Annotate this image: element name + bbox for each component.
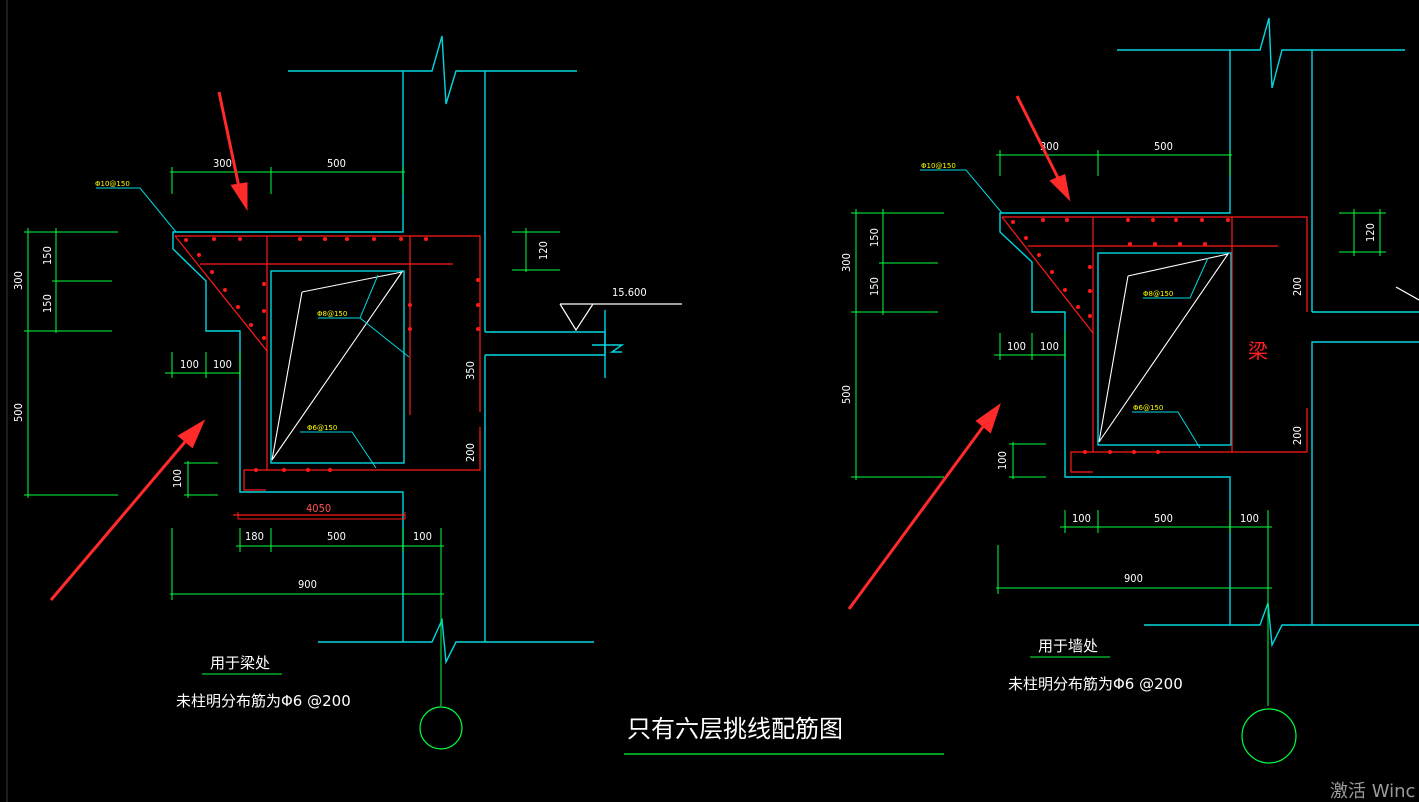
dim-right-120: 120 (1364, 223, 1377, 242)
left-stirrup-tag-2: Φ6@150 (307, 424, 337, 432)
left-leaders (96, 187, 410, 469)
right-axis-bubble (1241, 708, 1297, 764)
dim-right-total-900: 900 (1124, 572, 1143, 585)
dim-right-200b: 200 (1291, 426, 1304, 445)
dim-left-150b: 150 (41, 294, 54, 313)
dim-right-bot-500: 500 (1154, 512, 1173, 525)
left-detail: 15.600 Φ10@150 Φ8@150 (12, 35, 682, 750)
dim-right-top-500: 500 (1154, 140, 1173, 153)
dim-right-300: 300 (840, 253, 853, 272)
arrow-right-top (1015, 95, 1063, 185)
dim-left-bot-500: 500 (327, 530, 346, 543)
arrow-left-bottom-head (177, 419, 206, 449)
right-note: 未柱明分布筋为Φ6 @200 (1008, 675, 1183, 693)
dim-left-500: 500 (12, 403, 25, 422)
right-stirrup-tag-2: Φ6@150 (1133, 404, 1163, 412)
arrow-right-bottom (847, 419, 990, 610)
elevation-label: 15.600 (612, 286, 647, 299)
dim-right-150a: 150 (868, 228, 881, 247)
left-note: 未柱明分布筋为Φ6 @200 (176, 692, 351, 710)
left-top-rebar-tag: Φ10@150 (95, 180, 130, 188)
dim-left-right-120: 120 (537, 241, 550, 260)
left-rebar (174, 235, 481, 516)
dim-right-bot-100b: 100 (1240, 512, 1259, 525)
dim-left-total-900: 900 (298, 578, 317, 591)
dim-right-500: 500 (840, 385, 853, 404)
dim-left-bot-180: 180 (245, 530, 264, 543)
activation-watermark: 激活 Winc (1330, 781, 1415, 802)
right-detail: Φ10@150 Φ8@150 Φ6@150 梁 (840, 17, 1419, 764)
arrow-left-top-head (230, 182, 248, 212)
arrow-left-top (217, 91, 242, 193)
right-rebar (1001, 216, 1308, 473)
dim-left-150a: 150 (41, 246, 54, 265)
arrow-right-bottom-head (975, 403, 1001, 434)
dim-right-150b: 150 (868, 277, 881, 296)
dim-left-right-200: 200 (464, 443, 477, 462)
left-axis-bubble (419, 706, 463, 750)
left-dimension-lines (24, 167, 560, 706)
arrow-right-top-head (1049, 173, 1071, 202)
right-stirrup (1098, 253, 1230, 443)
dim-right-200a: 200 (1291, 277, 1304, 296)
dim-left-top-300: 300 (213, 157, 232, 170)
right-elevation-marker (1395, 286, 1419, 301)
drawing-title: 只有六层挑线配筋图 (627, 715, 843, 743)
dim-left-rebar-length: 4050 (306, 502, 331, 515)
dim-right-mid-100b: 100 (1040, 340, 1059, 353)
dim-left-top-500: 500 (327, 157, 346, 170)
dim-right-low-100: 100 (996, 451, 1009, 470)
left-rebar-dots (184, 237, 480, 472)
right-top-rebar-tag: Φ10@150 (921, 162, 956, 170)
left-structure-outline (172, 35, 625, 665)
dim-left-mid-100a: 100 (180, 358, 199, 371)
dim-right-mid-100a: 100 (1007, 340, 1026, 353)
left-rebar-length-bar (237, 512, 406, 520)
dim-left-low-100: 100 (171, 469, 184, 488)
right-leaders (920, 169, 1209, 449)
dim-left-300: 300 (12, 271, 25, 290)
left-caption: 用于梁处 (210, 654, 270, 672)
left-stirrup-tag-1: Φ8@150 (317, 310, 347, 318)
arrow-left-bottom (49, 435, 192, 601)
dim-left-mid-100b: 100 (213, 358, 232, 371)
right-caption: 用于墙处 (1038, 637, 1098, 655)
beam-label: 梁 (1248, 339, 1268, 363)
right-stirrup-tag-1: Φ8@150 (1143, 290, 1173, 298)
elevation-marker (559, 303, 682, 332)
annotation-arrows (49, 91, 1071, 610)
dim-right-bot-100a: 100 (1072, 512, 1091, 525)
right-dimension-lines (851, 150, 1386, 706)
right-rebar-dots (1011, 218, 1230, 454)
right-structure-outline (999, 17, 1419, 648)
dim-left-right-350: 350 (464, 361, 477, 380)
left-stirrup (271, 271, 404, 461)
dim-left-bot-100: 100 (413, 530, 432, 543)
